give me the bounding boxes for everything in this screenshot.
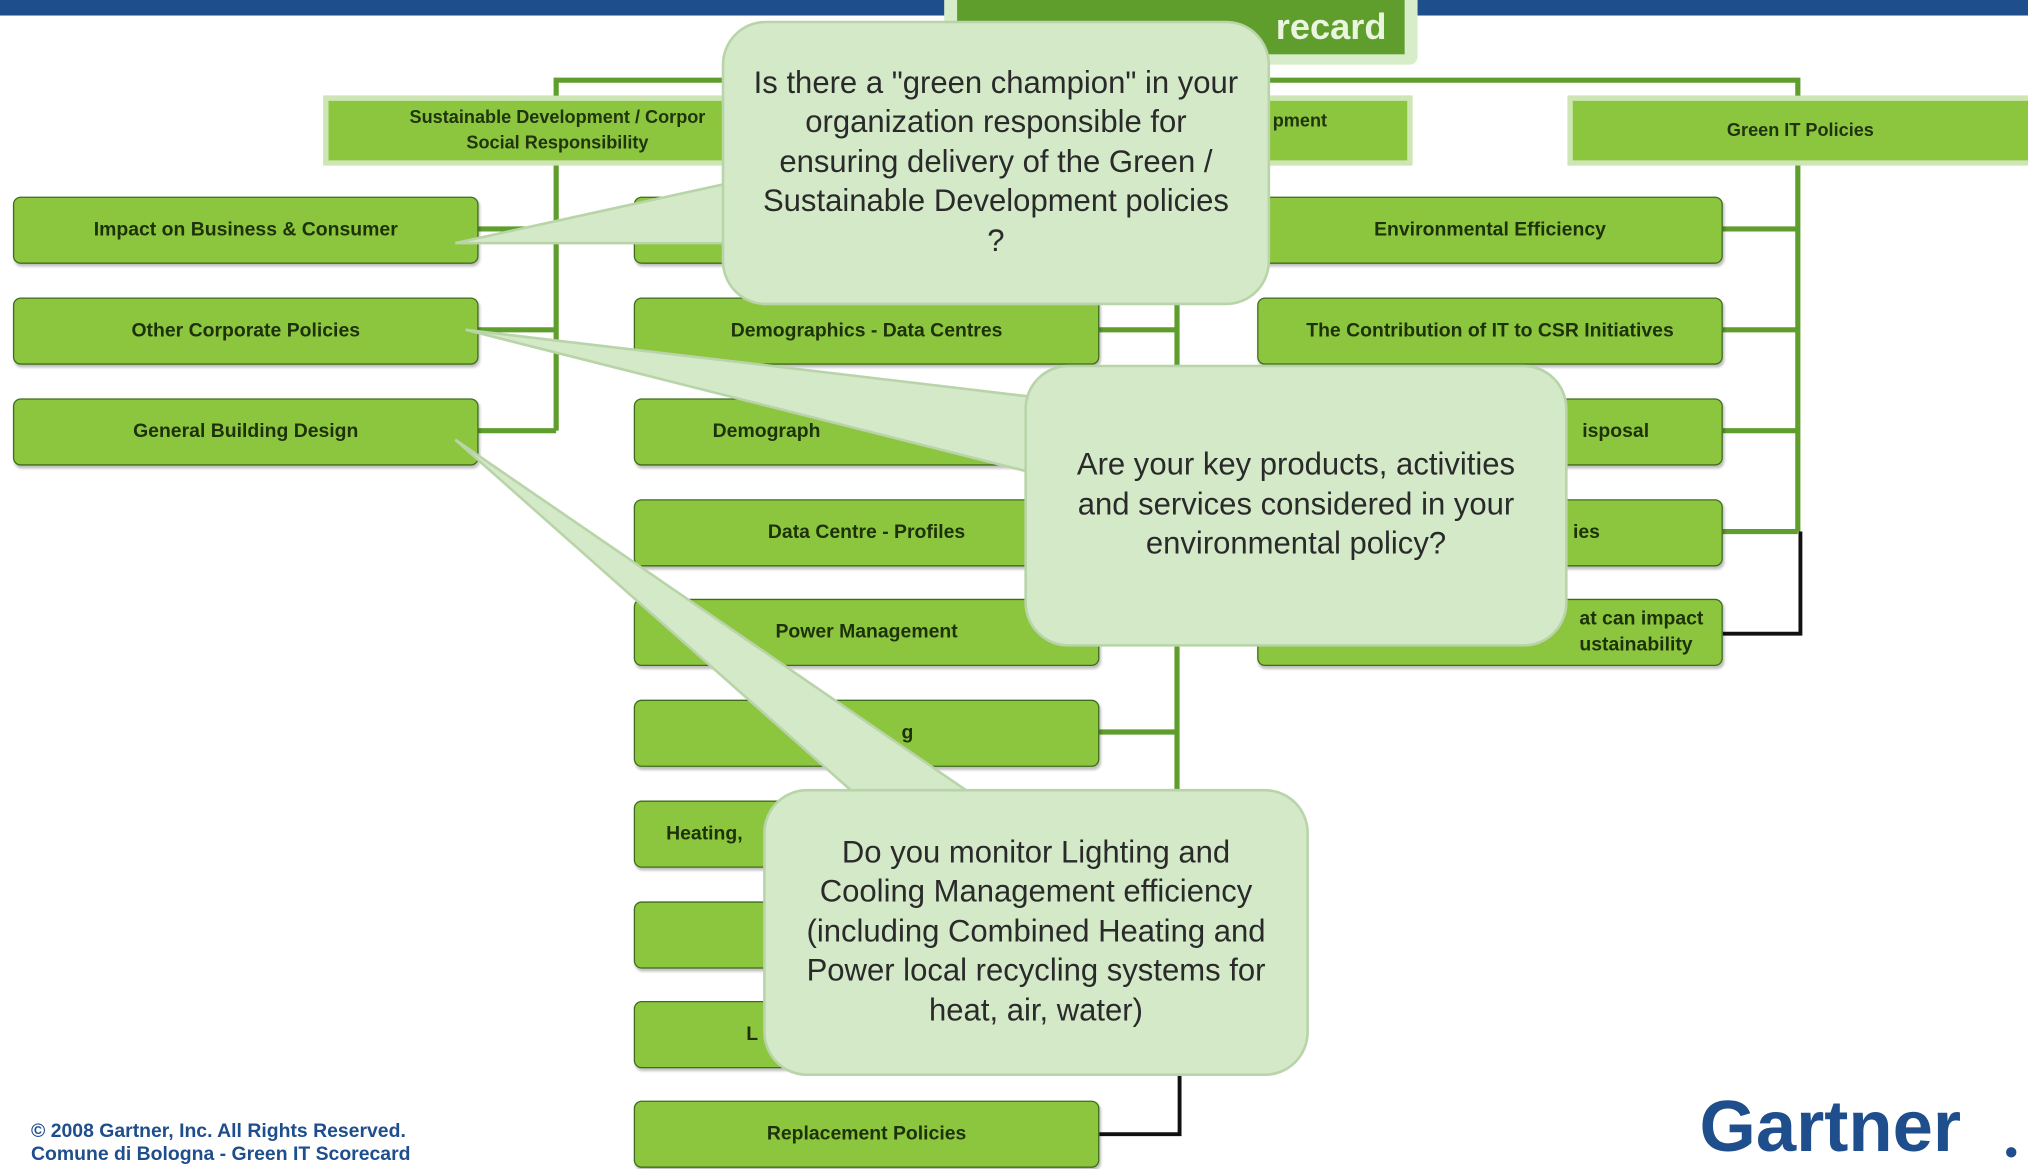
copyright-notice: © 2008 Gartner, Inc. All Rights Reserved… [31, 1120, 410, 1167]
node-label: Demograph [712, 420, 821, 443]
node-label: General Building Design [133, 420, 359, 443]
header-sustainable-development: Sustainable Development / Corpor Social … [323, 95, 792, 166]
node-replacement-policies: Replacement Policies [633, 1100, 1100, 1168]
copyright-line-2: Comune di Bologna - Green IT Scorecard [31, 1143, 411, 1166]
gartner-logo: Gartner [1700, 1086, 2017, 1167]
copyright-line-1: © 2008 Gartner, Inc. All Rights Reserved… [31, 1119, 406, 1142]
node-label: Heating, [666, 822, 743, 845]
node-label: Impact on Business & Consumer [93, 218, 398, 241]
node-impact-on-business: Impact on Business & Consumer [12, 196, 479, 264]
node-label: The Contribution of IT to CSR Initiative… [1306, 319, 1674, 342]
node-data-centre-profiles: Data Centre - Profiles [633, 499, 1100, 567]
callout-1-tail [454, 176, 752, 245]
callout-environmental-policy: Are your key products, activities and se… [1024, 364, 1568, 647]
node-label: Data Centre - Profiles [767, 521, 966, 544]
callout-lighting-cooling: Do you monitor Lighting and Cooling Mana… [763, 788, 1309, 1077]
header-development-label: pment [1272, 109, 1328, 131]
node-other-corporate-policies: Other Corporate Policies [12, 297, 479, 365]
callout-environmental-policy-text: Are your key products, activities and se… [1076, 447, 1516, 562]
callout-lighting-cooling-text: Do you monitor Lighting and Cooling Mana… [806, 835, 1266, 1028]
node-label: at can impact ustainability [1579, 607, 1704, 656]
node-demographics-data-centres: Demographics - Data Centres [633, 297, 1100, 365]
gartner-logo-text: Gartner [1700, 1086, 1962, 1167]
callout-green-champion-text: Is there a "green champion" in your orga… [753, 65, 1239, 259]
node-environmental-efficiency: Environmental Efficiency [1257, 196, 1723, 264]
node-it-contribution-csr: The Contribution of IT to CSR Initiative… [1257, 297, 1723, 365]
node-general-building-design: General Building Design [12, 398, 479, 466]
header-sustainable-development-label: Sustainable Development / Corpor Social … [409, 106, 706, 153]
node-label: Other Corporate Policies [131, 319, 361, 342]
node-label: isposal [1582, 420, 1650, 443]
node-label: Power Management [775, 620, 958, 643]
header-green-it-policies-label: Green IT Policies [1726, 119, 1874, 140]
node-label: Demographics - Data Centres [730, 319, 1003, 342]
header-green-it-policies: Green IT Policies [1567, 95, 2028, 166]
node-label: L [746, 1022, 759, 1045]
node-label: g [901, 721, 914, 744]
callout-3-tail [454, 438, 988, 804]
node-label: ies [1572, 521, 1600, 544]
node-label: Environmental Efficiency [1374, 218, 1606, 241]
callout-green-champion: Is there a "green champion" in your orga… [721, 20, 1271, 306]
node-label: Replacement Policies [766, 1122, 967, 1145]
callout-2-tail [465, 328, 1047, 478]
